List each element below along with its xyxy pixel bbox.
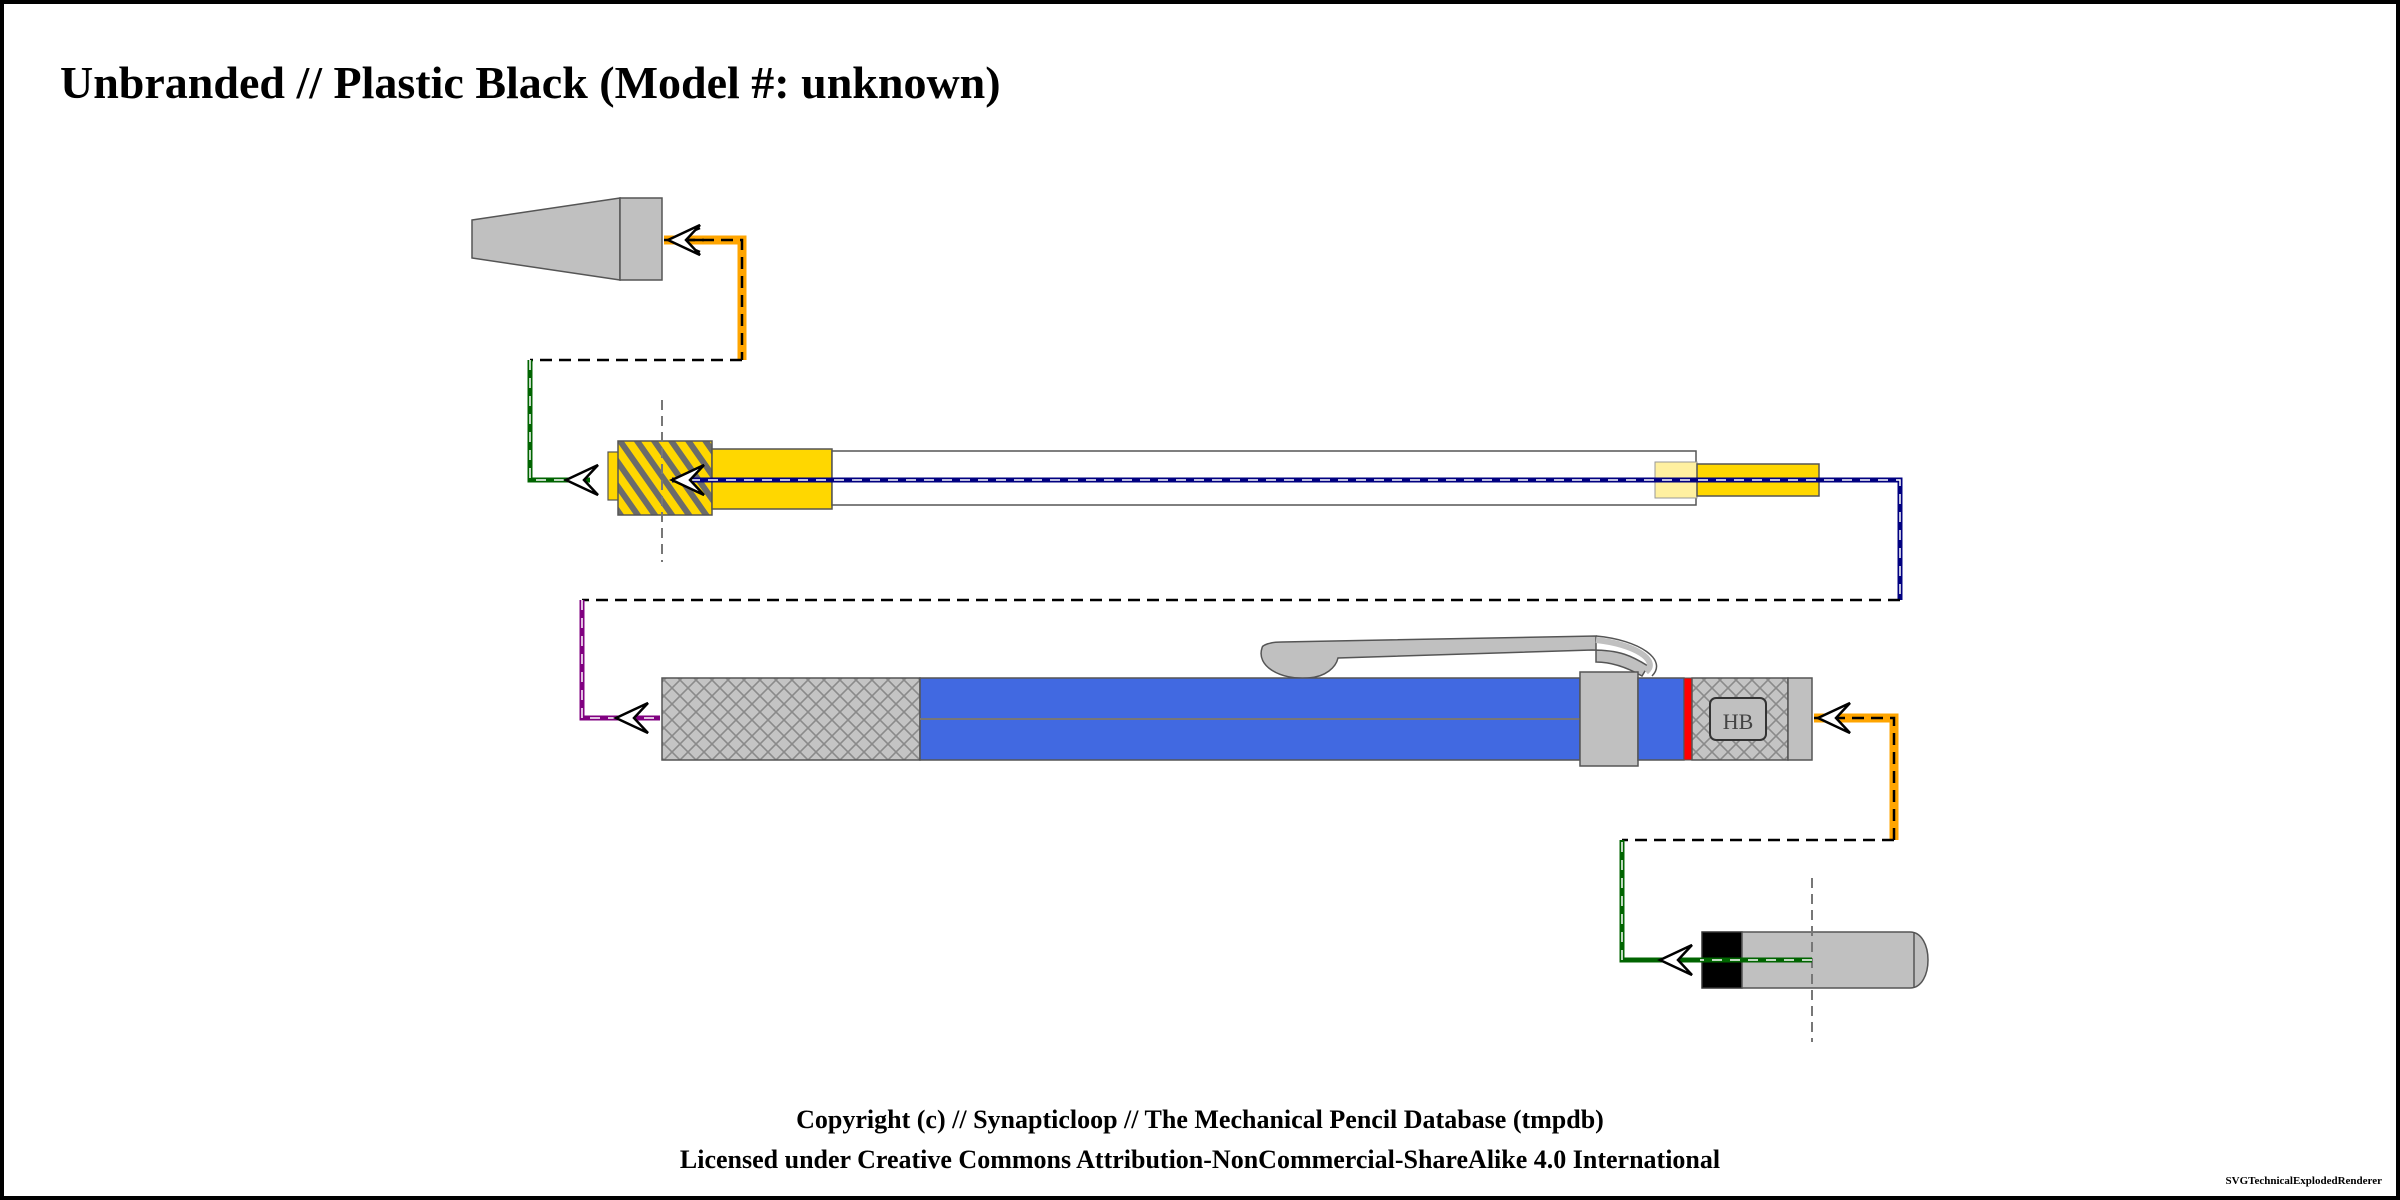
grip-section bbox=[661, 677, 921, 761]
grade-label: HB bbox=[1723, 709, 1754, 734]
footer-license: Licensed under Creative Commons Attribut… bbox=[680, 1145, 1720, 1174]
pencil-body-part: HB bbox=[661, 635, 1813, 767]
clip-ring bbox=[1579, 671, 1639, 767]
renderer-label: SVGTechnicalExplodedRenderer bbox=[2226, 1175, 2383, 1187]
grade-indicator bbox=[1709, 697, 1767, 741]
arrow-head-icon bbox=[1657, 943, 1693, 977]
arrow-head-icon bbox=[613, 701, 649, 735]
footer-copyright: Copyright (c) // Synapticloop // The Mec… bbox=[796, 1105, 1604, 1134]
arrow-head-icon bbox=[1815, 701, 1851, 735]
cone-tip-part bbox=[471, 197, 663, 281]
arrow-head-icon bbox=[665, 223, 701, 257]
color-band bbox=[1683, 677, 1693, 761]
arrow-head-icon bbox=[669, 463, 705, 497]
arrow-head-icon bbox=[563, 463, 599, 497]
diagram-title: Unbranded // Plastic Black (Model #: unk… bbox=[60, 57, 1001, 108]
